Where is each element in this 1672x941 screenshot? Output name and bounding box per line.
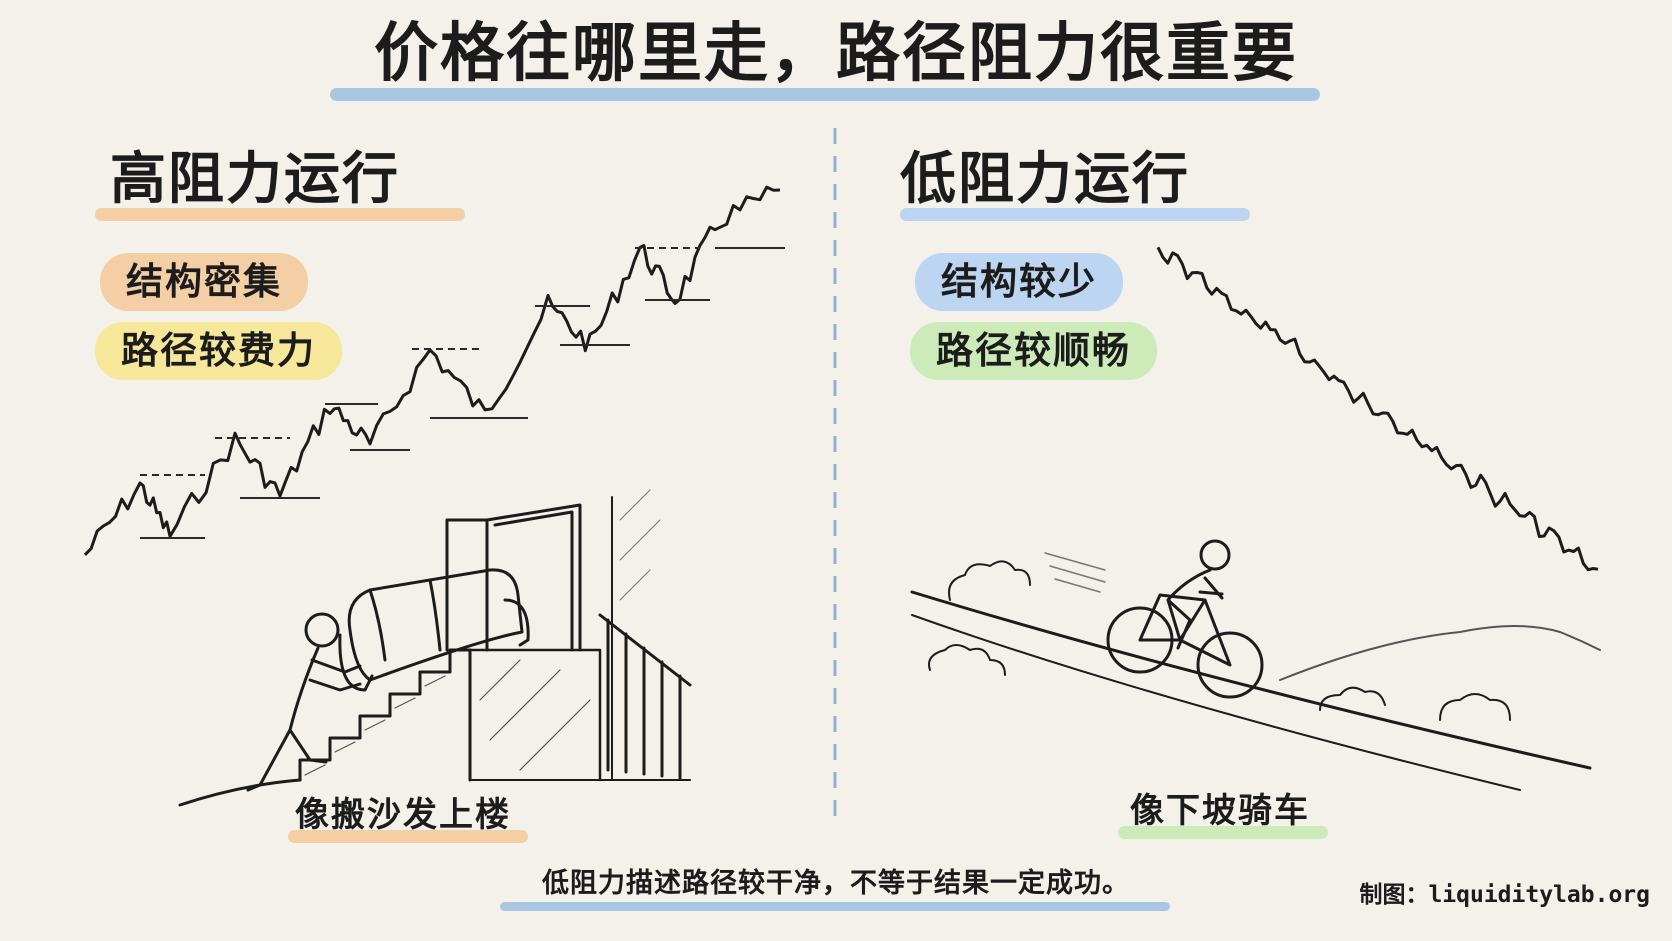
right-tag-few-structures: 结构较少	[915, 253, 1123, 311]
left-caption: 像搬沙发上楼	[295, 795, 511, 835]
footnote-underline	[500, 902, 1170, 911]
left-tag-effortful-path: 路径较费力	[95, 322, 342, 380]
person-carrying-sofa-upstairs-icon	[178, 489, 692, 807]
right-tag-smooth-path: 路径较顺畅	[910, 322, 1157, 380]
left-heading-underline	[95, 208, 465, 221]
structure-levels	[140, 247, 785, 539]
right-caption: 像下坡骑车	[1130, 791, 1310, 831]
footnote: 低阻力描述路径较干净，不等于结果一定成功。	[542, 868, 1130, 899]
credit: 制图：liquiditylab.org	[1359, 882, 1650, 908]
left-caption-underline	[288, 830, 528, 843]
right-heading: 低阻力运行	[900, 147, 1190, 212]
page-title: 价格往哪里走，路径阻力很重要	[374, 17, 1298, 91]
cyclist-downhill-icon	[910, 539, 1601, 791]
left-tag-dense-structure: 结构密集	[100, 253, 308, 311]
right-caption-underline	[1118, 826, 1328, 839]
title-underline	[330, 88, 1320, 101]
left-heading: 高阻力运行	[110, 147, 400, 212]
low-resistance-price-path	[1156, 246, 1599, 572]
right-heading-underline	[900, 208, 1250, 221]
